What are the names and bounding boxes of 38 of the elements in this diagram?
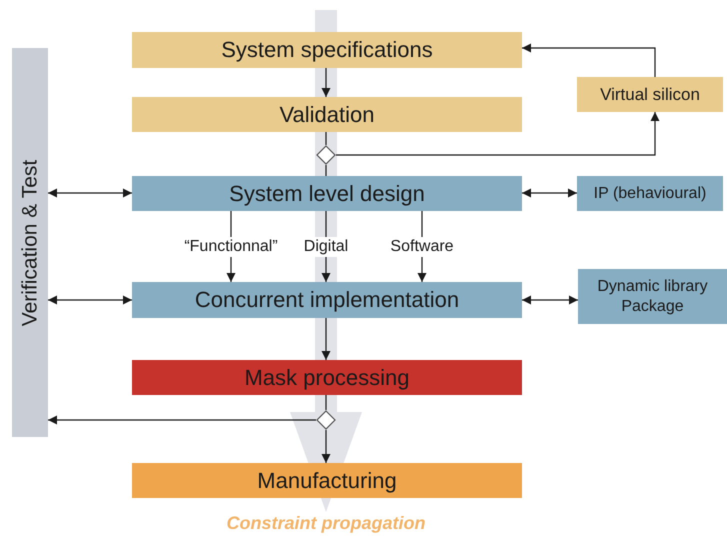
process-box	[132, 463, 522, 498]
bar-label: Verification & Test	[20, 159, 40, 326]
box-label: Mask processing	[243, 364, 411, 392]
arrow	[322, 68, 330, 97]
edge-label: “Functionnal”	[182, 236, 280, 256]
connector-line	[325, 132, 327, 145]
box-label: System specifications	[220, 36, 434, 64]
box-label: Validation	[278, 100, 376, 128]
arrow	[322, 318, 330, 360]
connector-line	[325, 395, 327, 410]
box-label: Manufacturing	[256, 466, 398, 494]
process-box	[578, 269, 727, 324]
arrow	[322, 430, 330, 463]
box-label: Concurrent implementation	[194, 286, 460, 314]
box-label: Virtual silicon	[599, 84, 701, 106]
box-label: Dynamic library Package	[596, 276, 709, 316]
arrow	[48, 416, 316, 424]
process-box	[132, 97, 522, 132]
decision-diamond	[316, 145, 336, 165]
box-label: System level design	[228, 180, 426, 208]
decision-diamond	[316, 410, 336, 430]
process-box	[132, 32, 522, 68]
process-box	[132, 360, 522, 395]
process-box	[577, 176, 723, 211]
box-label: IP (behavioural)	[592, 184, 708, 204]
arrow	[522, 44, 656, 77]
arrow	[522, 188, 577, 198]
process-box	[132, 176, 522, 211]
connector-line	[325, 165, 327, 176]
process-box	[577, 77, 723, 112]
side-bar	[12, 48, 48, 437]
arrow	[48, 188, 132, 198]
arrow	[48, 296, 132, 304]
arrow	[522, 296, 578, 304]
arrow	[336, 112, 660, 156]
process-box	[132, 282, 522, 318]
caption-label: Constraint propagation	[226, 514, 426, 532]
edge-label: Software	[388, 236, 456, 256]
